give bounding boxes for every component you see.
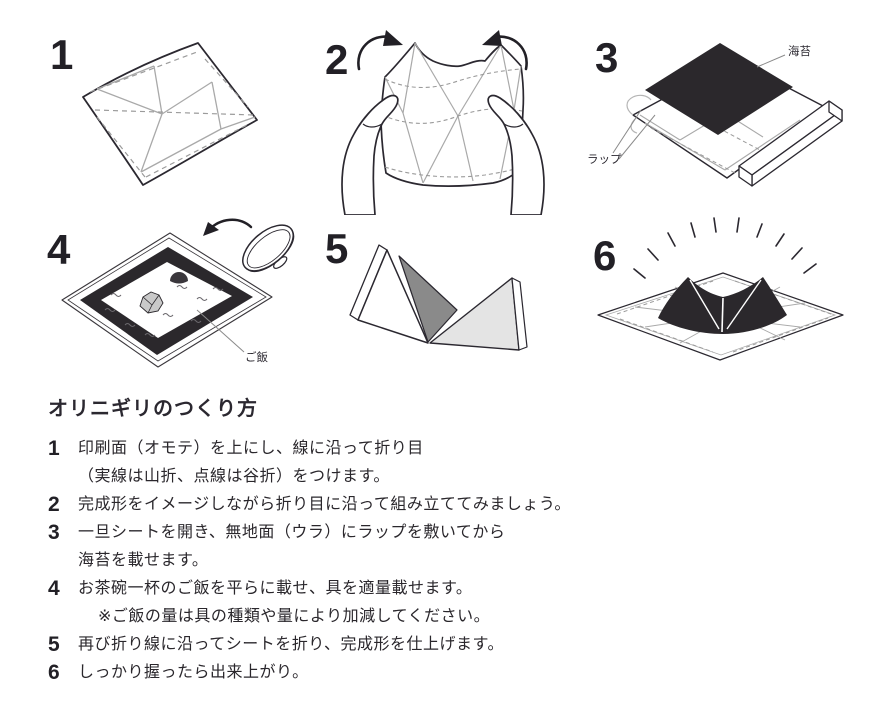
- figure-step2: 2: [315, 15, 570, 215]
- wrap-leader-line: [612, 109, 642, 154]
- step2-folding-hands-illustration: [341, 30, 545, 215]
- figure-step3: 3: [585, 15, 865, 210]
- step3-number: 3: [595, 34, 618, 81]
- nori-label: 海苔: [788, 46, 811, 58]
- step5-folded-shape-illustration: [349, 244, 528, 351]
- step1-number: 1: [50, 31, 73, 78]
- instruction-item-5: 5 再び折り線に沿ってシートを折り、完成形を仕上げます。: [48, 631, 648, 659]
- step4-number: 4: [47, 226, 70, 273]
- sparkle-rays-icon: [633, 217, 817, 279]
- instruction-number: 1: [48, 437, 60, 460]
- dark-fold-panel: [398, 255, 458, 343]
- fold-arrow-icon: [357, 30, 528, 71]
- instruction-line: 再び折り線に沿ってシートを折り、完成形を仕上げます。: [78, 636, 504, 653]
- step5-number: 5: [325, 225, 348, 272]
- step2-number: 2: [325, 36, 348, 83]
- instruction-item-6: 6 しっかり握ったら出来上がり。: [48, 659, 648, 687]
- instruction-item-4: 4 お茶碗一杯のご飯を平らに載せ、具を適量載せます。 ※ご飯の量は具の種類や量に…: [48, 575, 648, 631]
- figure-step6: 6: [585, 215, 875, 390]
- instruction-item-2: 2 完成形をイメージしながら折り目に沿って組み立ててみましょう。: [48, 491, 648, 519]
- umeboshi: [170, 272, 188, 284]
- instructions-section: オリニギリのつくり方 1 印刷面（オモテ）を上にし、線に沿って折り目 （実線は山…: [48, 392, 648, 687]
- instruction-number: 2: [48, 493, 60, 516]
- nori-leader-line: [756, 54, 786, 68]
- instruction-line: 印刷面（オモテ）を上にし、線に沿って折り目: [78, 440, 424, 457]
- instruction-line: 一旦シートを開き、無地面（ウラ）にラップを敷いてから: [78, 524, 506, 541]
- instruction-number: 6: [48, 661, 60, 684]
- right-hand: [487, 94, 545, 215]
- wrap-label: ラップ: [587, 154, 622, 166]
- filling: [139, 291, 164, 314]
- pour-arrow-icon: [203, 218, 253, 236]
- instruction-line: 海苔を載せます。: [78, 552, 209, 569]
- left-hand: [341, 94, 399, 215]
- instruction-item-3: 3 一旦シートを開き、無地面（ウラ）にラップを敷いてから 海苔を載せます。: [48, 519, 648, 575]
- instruction-line: （実線は山折、点線は谷折）をつけます。: [78, 468, 390, 485]
- instructions-title: オリニギリのつくり方: [48, 398, 258, 420]
- rice-texture: [104, 285, 224, 337]
- step6-number: 6: [593, 232, 616, 279]
- instruction-number: 5: [48, 633, 60, 656]
- rice-bowl: [242, 224, 295, 273]
- step4-rice-illustration: [61, 218, 295, 368]
- instruction-number: 3: [48, 521, 60, 544]
- figure-step4: 4: [45, 215, 310, 390]
- instruction-note-line: ※ご飯の量は具の種類や量により加減してください。: [98, 608, 491, 625]
- instruction-line: お茶碗一杯のご飯を平らに載せ、具を適量載せます。: [78, 580, 473, 597]
- instruction-item-1: 1 印刷面（オモテ）を上にし、線に沿って折り目 （実線は山折、点線は谷折）をつけ…: [48, 435, 648, 491]
- step3-nori-wrap-illustration: [612, 43, 843, 187]
- figure-step1: 1: [45, 25, 310, 210]
- wrap-leader-line2: [618, 114, 656, 160]
- instruction-line: 完成形をイメージしながら折り目に沿って組み立ててみましょう。: [78, 496, 571, 513]
- nori-sheet: [645, 43, 793, 135]
- rice-leader-line: [196, 309, 245, 353]
- step1-crease-sheet-illustration: [82, 42, 258, 186]
- figure-step5: 5: [315, 220, 565, 385]
- rice-label: ご飯: [245, 352, 268, 364]
- step6-finished-onigiri-illustration: [597, 217, 844, 361]
- instruction-number: 4: [48, 577, 60, 600]
- instruction-line: しっかり握ったら出来上がり。: [78, 664, 309, 681]
